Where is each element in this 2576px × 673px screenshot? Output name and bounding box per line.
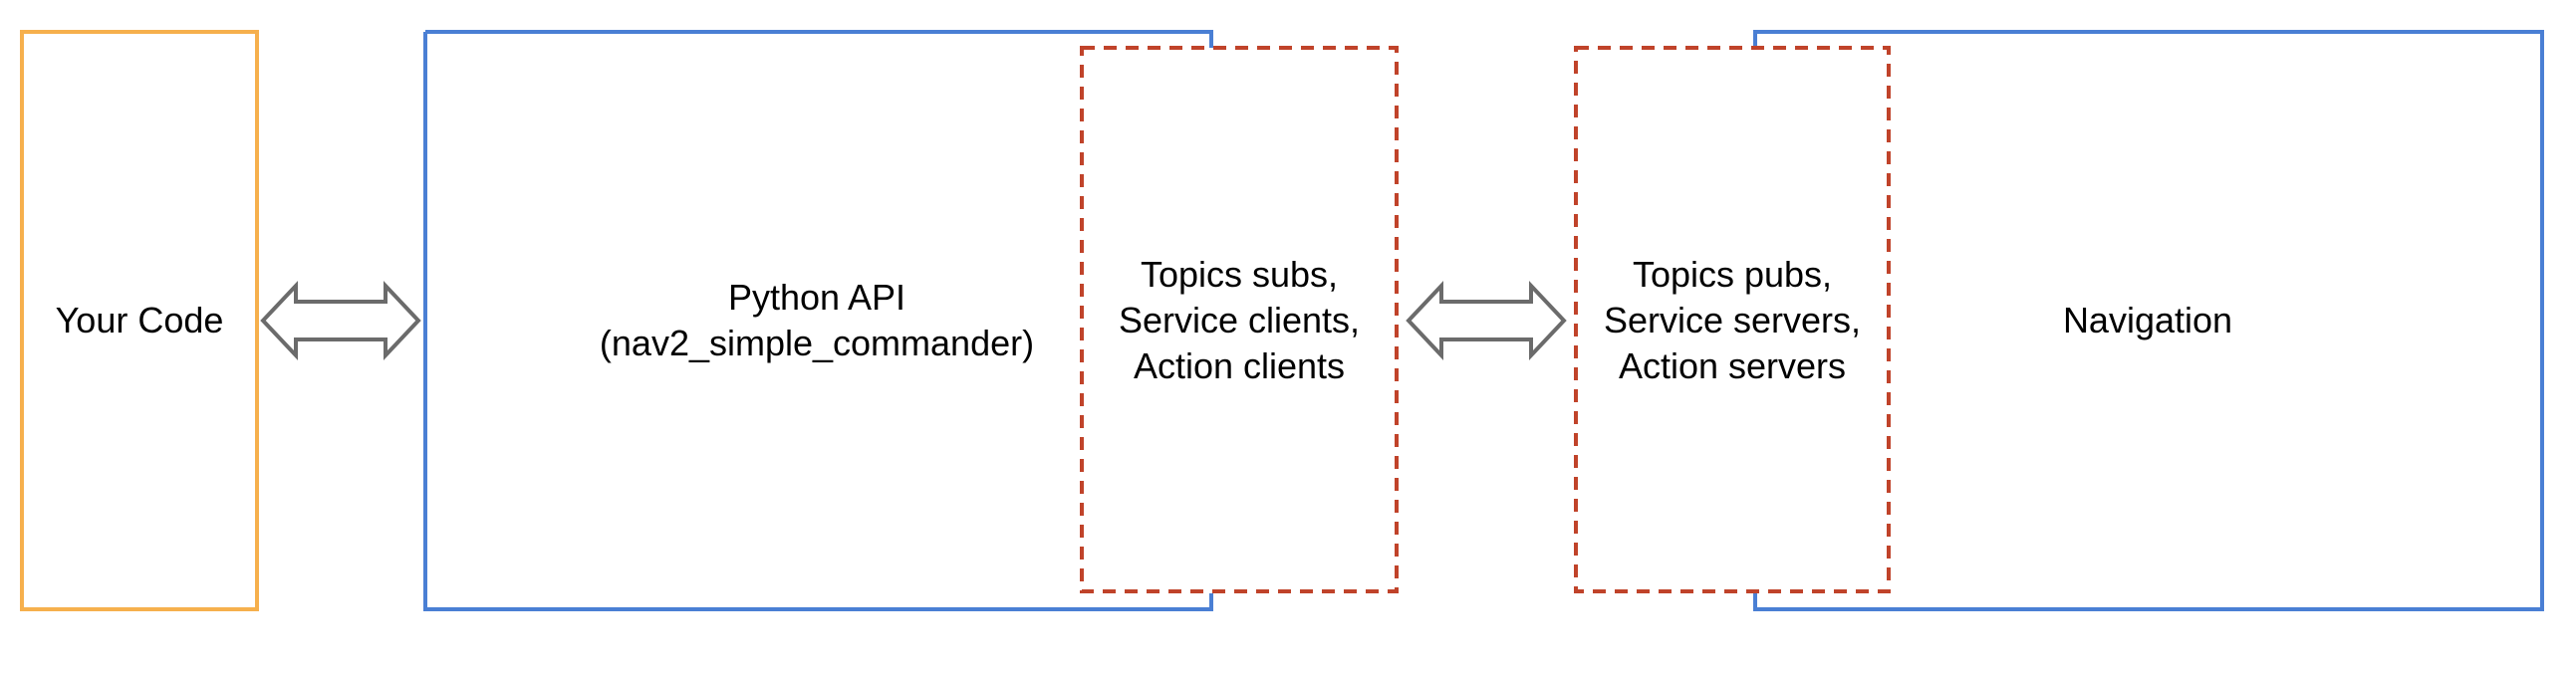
python-api-container	[423, 30, 1213, 611]
client-interfaces-label: Topics subs, Service clients, Action cli…	[1118, 254, 1361, 386]
double-arrow-icon	[260, 280, 421, 361]
double-arrow-icon	[1406, 280, 1567, 361]
python-api-module: (nav2_simple_commander)	[599, 323, 1035, 363]
navigation-container	[1753, 30, 2544, 611]
client-interfaces-box	[1080, 46, 1399, 593]
server-interfaces-box	[1574, 46, 1891, 593]
server-interfaces-label: Topics pubs, Service servers, Action ser…	[1603, 254, 1862, 386]
python-api-label: Python API (nav2_simple_commander)	[558, 275, 1076, 366]
python-api-title: Python API	[727, 277, 906, 318]
navigation-label: Navigation	[2062, 300, 2233, 340]
your-code-label: Your Code	[55, 300, 224, 340]
your-code-box	[20, 30, 259, 611]
